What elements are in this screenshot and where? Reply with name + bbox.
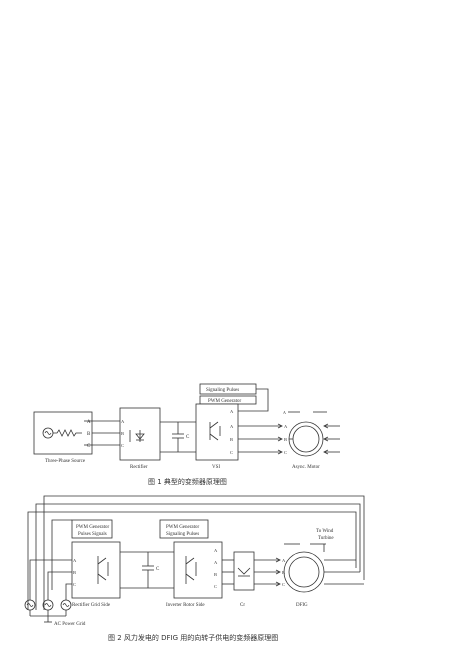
dc-link-capacitor: C xyxy=(142,552,160,588)
dfig-label: DFIG xyxy=(296,603,308,608)
source-label: Three-Phase Source xyxy=(45,459,86,464)
figure-1: Three-Phase Source A B C A B C Rectifier xyxy=(33,383,340,486)
rect-port-a: A xyxy=(73,558,77,563)
motor-port-b: B xyxy=(284,437,287,442)
inv-port-a2: A xyxy=(214,560,218,565)
inv-port-c: C xyxy=(214,584,217,589)
dc-capacitor-label: C xyxy=(156,567,160,572)
wind-turbine-link: To Wind Turbine xyxy=(316,529,334,552)
vsi-block: A A B C VSI xyxy=(195,403,239,470)
inv-port-b: B xyxy=(214,572,217,577)
figure2-caption: 图 2 风力发电的 DFIG 用的向转子供电的变频器原理图 xyxy=(108,633,278,642)
vsi-port-b: B xyxy=(230,437,233,442)
inverter-pulses-label: Signaling Pulses xyxy=(166,532,199,537)
wind-label-2: Turbine xyxy=(318,536,334,541)
rect-port-b: B xyxy=(73,570,76,575)
rectifier-pulses-label: Pulses Signals xyxy=(78,532,107,537)
capacitor-label: C xyxy=(186,435,190,440)
inverter-label: Inverter Rotor Side xyxy=(166,603,205,608)
grid-label: AC Power Grid xyxy=(54,622,86,627)
source-port-b: B xyxy=(87,432,91,437)
async-motor: A B C A Async. Motor xyxy=(283,410,340,470)
dfig-port-b: B xyxy=(282,570,285,575)
filter-block: Cr xyxy=(233,551,255,608)
dfig-port-a: A xyxy=(282,558,286,563)
figure-2: AC Power Grid PWM Generator Pulses Signa… xyxy=(24,495,365,642)
vsi-port-a: A xyxy=(230,409,234,414)
rectifier-label: Rectifier Grid Side xyxy=(72,603,111,608)
rectifier-block: A B C Rectifier xyxy=(119,407,161,470)
filter-label: Cr xyxy=(240,603,245,608)
inverter-pwm-label: PWM Generator xyxy=(166,525,200,530)
rectifier-port-b: B xyxy=(121,431,124,436)
ac-power-grid: AC Power Grid xyxy=(24,599,86,627)
pwm-label: PWM Generator xyxy=(208,399,242,404)
dfig-port-c: C xyxy=(282,582,285,587)
source-port-a: A xyxy=(87,420,91,425)
motor-port-c: C xyxy=(284,450,287,455)
pulses-label: Signaling Pulses xyxy=(206,388,239,393)
vsi-port-a2: A xyxy=(230,424,234,429)
figure1-caption: 图 1 典型的变频器原理图 xyxy=(148,477,227,486)
vsi-label: VSI xyxy=(212,465,220,470)
rect-port-c: C xyxy=(73,582,76,587)
wind-label-1: To Wind xyxy=(316,529,334,534)
motor-port-a: A xyxy=(284,424,288,429)
dc-capacitor: C xyxy=(172,422,190,452)
rectifier-grid-side: PWM Generator Pulses Signals A B C Recti… xyxy=(71,519,121,608)
rectifier-port-a: A xyxy=(121,419,125,424)
rectifier-pwm-label: PWM Generator xyxy=(76,525,110,530)
vsi-port-c: C xyxy=(230,450,233,455)
inverter-rotor-side: PWM Generator Signaling Pulses A A B C I… xyxy=(159,519,223,608)
three-phase-source: Three-Phase Source xyxy=(33,411,93,464)
inv-port-a: A xyxy=(214,548,218,553)
source-port-c: C xyxy=(87,444,91,449)
rectifier-label: Rectifier xyxy=(130,465,148,470)
motor-label: Async. Motor xyxy=(292,465,320,470)
motor-top-a: A xyxy=(283,410,286,415)
dfig-machine: A B C DFIG xyxy=(282,543,364,608)
rectifier-port-c: C xyxy=(121,443,124,448)
